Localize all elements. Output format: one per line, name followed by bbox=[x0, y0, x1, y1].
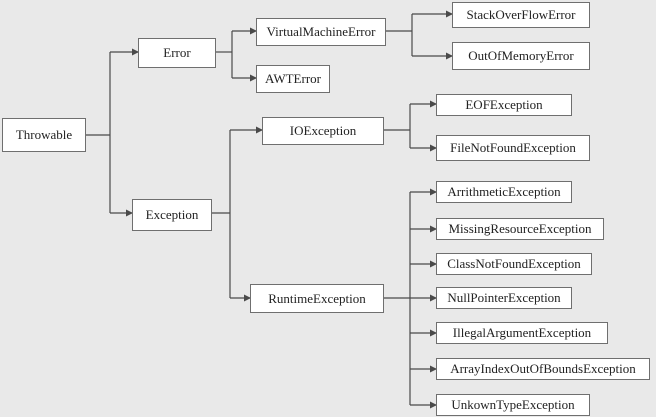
arithmetic-exception-node: ArrithmeticException bbox=[436, 181, 572, 203]
unkown-type-exception-node: UnkownTypeException bbox=[436, 394, 590, 416]
awt-error-node: AWTError bbox=[256, 65, 330, 93]
virtual-machine-error-node: VirtualMachineError bbox=[256, 18, 386, 46]
illegal-argument-exception-node: IllegalArgumentException bbox=[436, 322, 608, 344]
out-of-memory-error-node: OutOfMemoryError bbox=[452, 42, 590, 70]
exception-node: Exception bbox=[132, 199, 212, 231]
null-pointer-exception-node: NullPointerException bbox=[436, 287, 572, 309]
class-not-found-exception-node: ClassNotFoundException bbox=[436, 253, 592, 275]
runtime-exception-node: RuntimeException bbox=[250, 284, 384, 313]
missing-resource-exception-node: MissingResourceException bbox=[436, 218, 604, 240]
io-exception-node: IOException bbox=[262, 117, 384, 145]
eof-exception-node: EOFException bbox=[436, 94, 572, 116]
error-node: Error bbox=[138, 38, 216, 68]
array-index-out-of-bounds-exception-node: ArrayIndexOutOfBoundsException bbox=[436, 358, 650, 380]
throwable-node: Throwable bbox=[2, 118, 86, 152]
stack-overflow-error-node: StackOverFlowError bbox=[452, 2, 590, 28]
file-not-found-exception-node: FileNotFoundException bbox=[436, 135, 590, 161]
